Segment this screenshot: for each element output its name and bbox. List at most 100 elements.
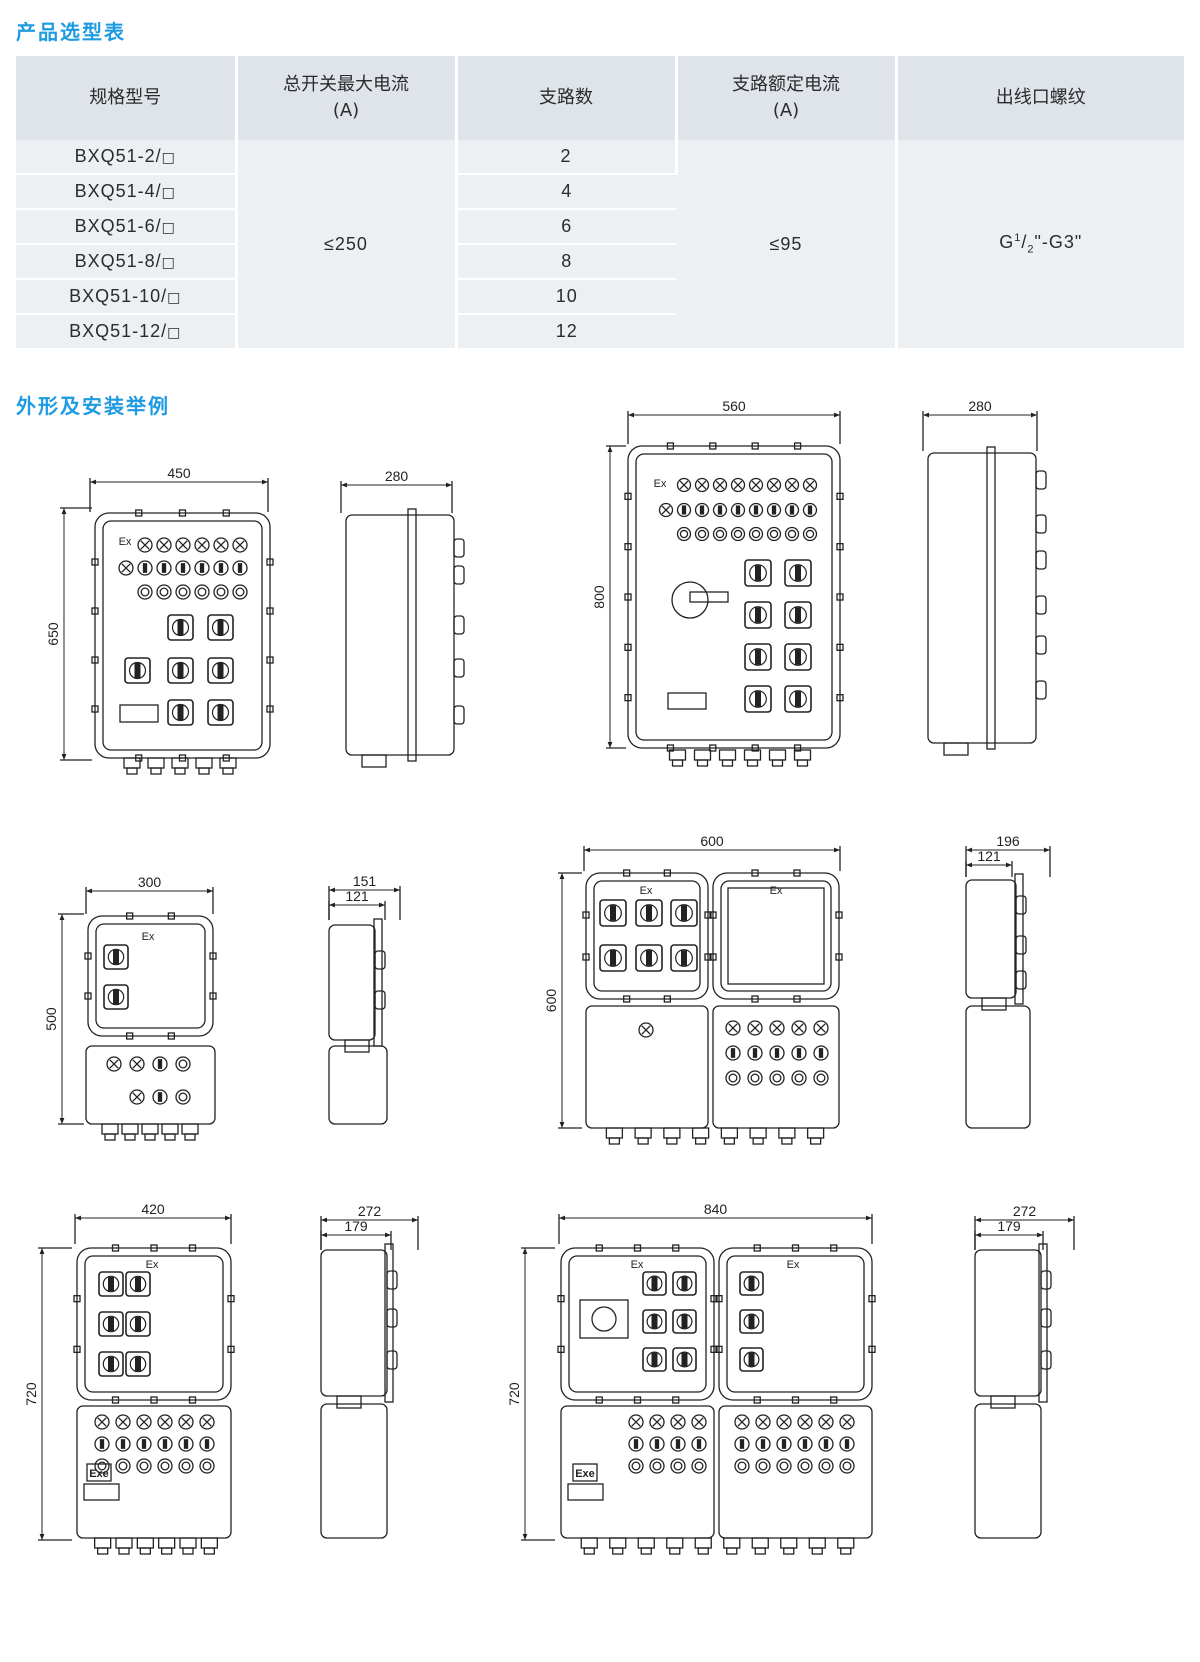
cable-entry-icon — [453, 705, 465, 725]
lower-module-right — [718, 1405, 873, 1539]
cable-gland-icon — [666, 1537, 684, 1549]
lamp-icon — [178, 1458, 194, 1474]
pushbutton-icon — [712, 502, 728, 518]
exe-plate — [572, 1463, 598, 1482]
side-view-lower — [965, 1005, 1031, 1129]
cable-gland-icon — [181, 1123, 199, 1135]
nameplate — [83, 1483, 120, 1501]
model-cell: BXQ51-6/□ — [16, 209, 238, 245]
cable-gland-icon — [637, 1537, 655, 1549]
indicator-icon — [106, 1056, 122, 1072]
ex-mark: Ex — [146, 1259, 159, 1271]
model-cell: BXQ51-2/□ — [16, 140, 238, 175]
indicator-icon — [115, 1414, 131, 1430]
pushbutton-icon — [839, 1436, 855, 1452]
pushbutton-icon — [755, 1436, 771, 1452]
lamp-icon — [691, 1458, 707, 1474]
table-header-row: 规格型号 总开关最大电流(A) 支路数 支路额定电流(A) 出线口螺纹 — [16, 56, 1184, 140]
model-cell: BXQ51-8/□ — [16, 244, 238, 280]
height-dimension: 600 — [543, 989, 559, 1013]
indicator-icon — [649, 1414, 665, 1430]
side-view — [965, 873, 1027, 1011]
header-model: 规格型号 — [16, 56, 238, 140]
cable-entry-icon — [1015, 935, 1027, 955]
pushbutton-icon — [691, 1436, 707, 1452]
pushbutton-icon — [175, 560, 191, 576]
cable-gland-icon — [115, 1537, 133, 1549]
cable-gland-icon — [94, 1537, 112, 1549]
nameplate — [119, 704, 159, 723]
pushbutton-icon — [694, 502, 710, 518]
cable-gland-icon — [200, 1537, 218, 1549]
indicator-icon — [766, 477, 782, 493]
lamp-icon — [156, 584, 172, 600]
main-switch-icon — [579, 1299, 629, 1339]
indicator-icon — [175, 537, 191, 553]
lamp-icon — [115, 1458, 131, 1474]
ex-mark: Ex — [631, 1259, 644, 1271]
pushbutton-icon — [670, 1436, 686, 1452]
indicator-icon — [769, 1020, 785, 1036]
indicator-icon — [670, 1414, 686, 1430]
cable-gland-icon — [580, 1537, 598, 1549]
lamp-icon — [755, 1458, 771, 1474]
indicator-icon — [628, 1414, 644, 1430]
enclosure — [715, 1244, 876, 1404]
width-dimension: 420 — [141, 1201, 165, 1217]
main-current-cell: ≤250 — [236, 140, 458, 350]
cable-entry-icon — [453, 615, 465, 635]
indicator-icon — [199, 1414, 215, 1430]
lamp-icon — [730, 526, 746, 542]
model-cell: BXQ51-10/□ — [16, 279, 238, 315]
indicator-icon — [137, 537, 153, 553]
lamp-icon — [175, 584, 191, 600]
depth-dimension: 196 — [996, 833, 1020, 849]
ex-mark: Ex — [142, 931, 155, 943]
table-row: BXQ51-10/□ 10 — [16, 279, 1184, 315]
cable-entry-icon — [1035, 595, 1047, 615]
indicator-icon — [734, 1414, 750, 1430]
side-view — [328, 918, 386, 1053]
lamp-icon — [194, 584, 210, 600]
indicator-icon — [129, 1056, 145, 1072]
indicator-icon — [802, 477, 818, 493]
pushbutton-icon — [676, 502, 692, 518]
indicator-icon — [755, 1414, 771, 1430]
indicator-icon — [776, 1414, 792, 1430]
cable-gland-icon — [780, 1537, 798, 1549]
main-switch-icon — [671, 581, 709, 619]
lamp-icon — [766, 526, 782, 542]
ex-mark-right: Ex — [770, 885, 783, 897]
indicator-icon — [747, 1020, 763, 1036]
height-dimension: 650 — [45, 622, 61, 646]
indicator-icon — [178, 1414, 194, 1430]
depth-dimension: 280 — [385, 468, 409, 484]
pushbutton-icon — [156, 560, 172, 576]
indicator-icon — [818, 1414, 834, 1430]
width-dimension: 560 — [722, 398, 746, 414]
table-row: BXQ51-12/□ 12 — [16, 314, 1184, 350]
pushbutton-icon — [178, 1436, 194, 1452]
cable-gland-icon — [981, 997, 1007, 1011]
height-dimension: 800 — [591, 585, 607, 609]
side-view — [345, 508, 465, 768]
ex-mark: Ex — [640, 885, 653, 897]
indicator-icon — [194, 537, 210, 553]
cable-gland-icon — [123, 757, 141, 769]
indicator-icon — [213, 537, 229, 553]
cable-gland-icon — [179, 1537, 197, 1549]
lamp-icon — [676, 526, 692, 542]
pushbutton-icon — [94, 1436, 110, 1452]
depth-dimension-inner: 179 — [997, 1218, 1021, 1234]
header-main-current: 总开关最大电流(A) — [236, 56, 458, 140]
lower-module-right — [712, 1005, 840, 1129]
cable-entry-icon — [453, 565, 465, 585]
width-dimension: 840 — [704, 1201, 728, 1217]
width-dimension: 600 — [700, 833, 724, 849]
table-row: BXQ51-6/□ 6 — [16, 209, 1184, 245]
pushbutton-icon — [813, 1045, 829, 1061]
cable-entry-icon — [1035, 470, 1047, 490]
height-dimension: 720 — [506, 1382, 522, 1406]
cable-entry-icon — [453, 538, 465, 558]
lamp-icon — [175, 1089, 191, 1105]
